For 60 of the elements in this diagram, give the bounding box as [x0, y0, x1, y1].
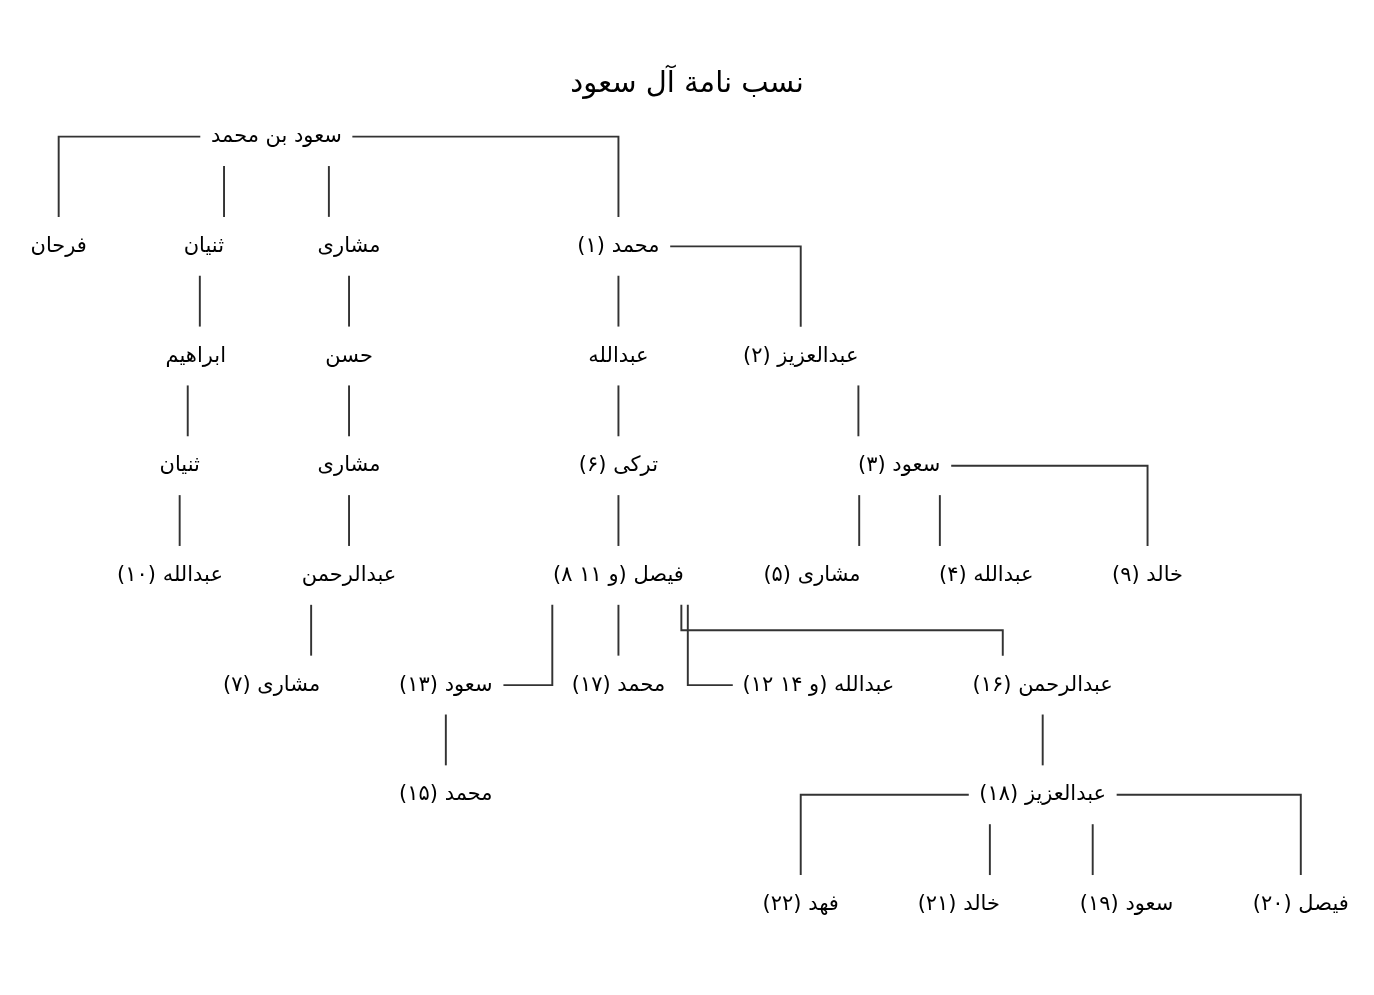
node-text: (۴) عبدالله — [938, 561, 1034, 586]
connector — [444, 713, 447, 766]
node-text: مشاری — [317, 232, 381, 257]
connector — [938, 493, 941, 547]
connector — [186, 383, 189, 437]
connector — [198, 274, 201, 328]
connector — [950, 464, 1149, 547]
node-text: (۱) محمد — [577, 232, 660, 257]
connector — [348, 493, 351, 547]
node-text: سعود بن محمد — [211, 122, 342, 147]
connector — [327, 164, 330, 218]
node-text: (۱۰) عبدالله — [117, 561, 223, 586]
node-text: (۲۱) خالد — [917, 890, 1000, 915]
connector — [617, 383, 620, 437]
node-text: (۲) عبدالعزیز — [743, 342, 859, 367]
node-text: (۱۷) محمد — [571, 671, 666, 696]
node-text: (۱۶) عبدالرحمن — [972, 671, 1113, 696]
connector — [502, 603, 554, 686]
connector — [617, 274, 620, 328]
node-text: (۲۲) فهد — [762, 890, 839, 915]
connector — [178, 493, 181, 547]
node-text: (۸ و ۱۱) فیصل — [553, 561, 684, 586]
connector — [57, 135, 202, 218]
connector — [858, 493, 861, 547]
connector — [988, 822, 991, 876]
connector — [669, 244, 802, 328]
connector — [223, 164, 225, 218]
node-text: (۱۸) عبدالعزیز — [979, 780, 1107, 805]
connector — [351, 135, 620, 218]
node-text: عبدالله — [588, 342, 649, 367]
connector — [686, 603, 734, 686]
node-text: (۶) ترکی — [578, 451, 659, 476]
node-text: (۹) خالد — [1112, 561, 1184, 586]
connector — [799, 793, 970, 876]
node-text: (۱۳) سعود — [399, 671, 493, 696]
diagram-title: نسب نامة آل سعود — [570, 64, 804, 99]
connector — [348, 383, 351, 437]
node-text: فرحان — [30, 232, 87, 257]
node-text: (۱۹) سعود — [1079, 890, 1174, 915]
connector — [348, 274, 351, 328]
node-text: حسن — [325, 342, 373, 367]
connector — [617, 493, 620, 547]
node-text: (۵) مشاری — [763, 561, 861, 586]
node-text: (۷) مشاری — [223, 671, 321, 696]
node-text: ابراهیم — [165, 342, 226, 367]
node-text: (۲۰) فیصل — [1252, 890, 1349, 915]
node-text: (۳) سعود — [858, 451, 941, 476]
connector — [617, 603, 620, 657]
node-text: مشاری — [317, 451, 381, 476]
connector — [1115, 793, 1302, 876]
connector — [310, 603, 313, 657]
node-text: ثنیان — [159, 451, 200, 476]
connector — [1041, 713, 1044, 766]
connector — [857, 383, 860, 437]
connector — [680, 603, 1004, 657]
node-text: ثنیان — [183, 232, 225, 257]
node-text: (۱۵) محمد — [399, 780, 493, 805]
node-text: (۱۲ و ۱۴) عبدالله — [742, 671, 895, 696]
connector — [1091, 822, 1094, 876]
node-text: عبدالرحمن — [301, 561, 397, 586]
